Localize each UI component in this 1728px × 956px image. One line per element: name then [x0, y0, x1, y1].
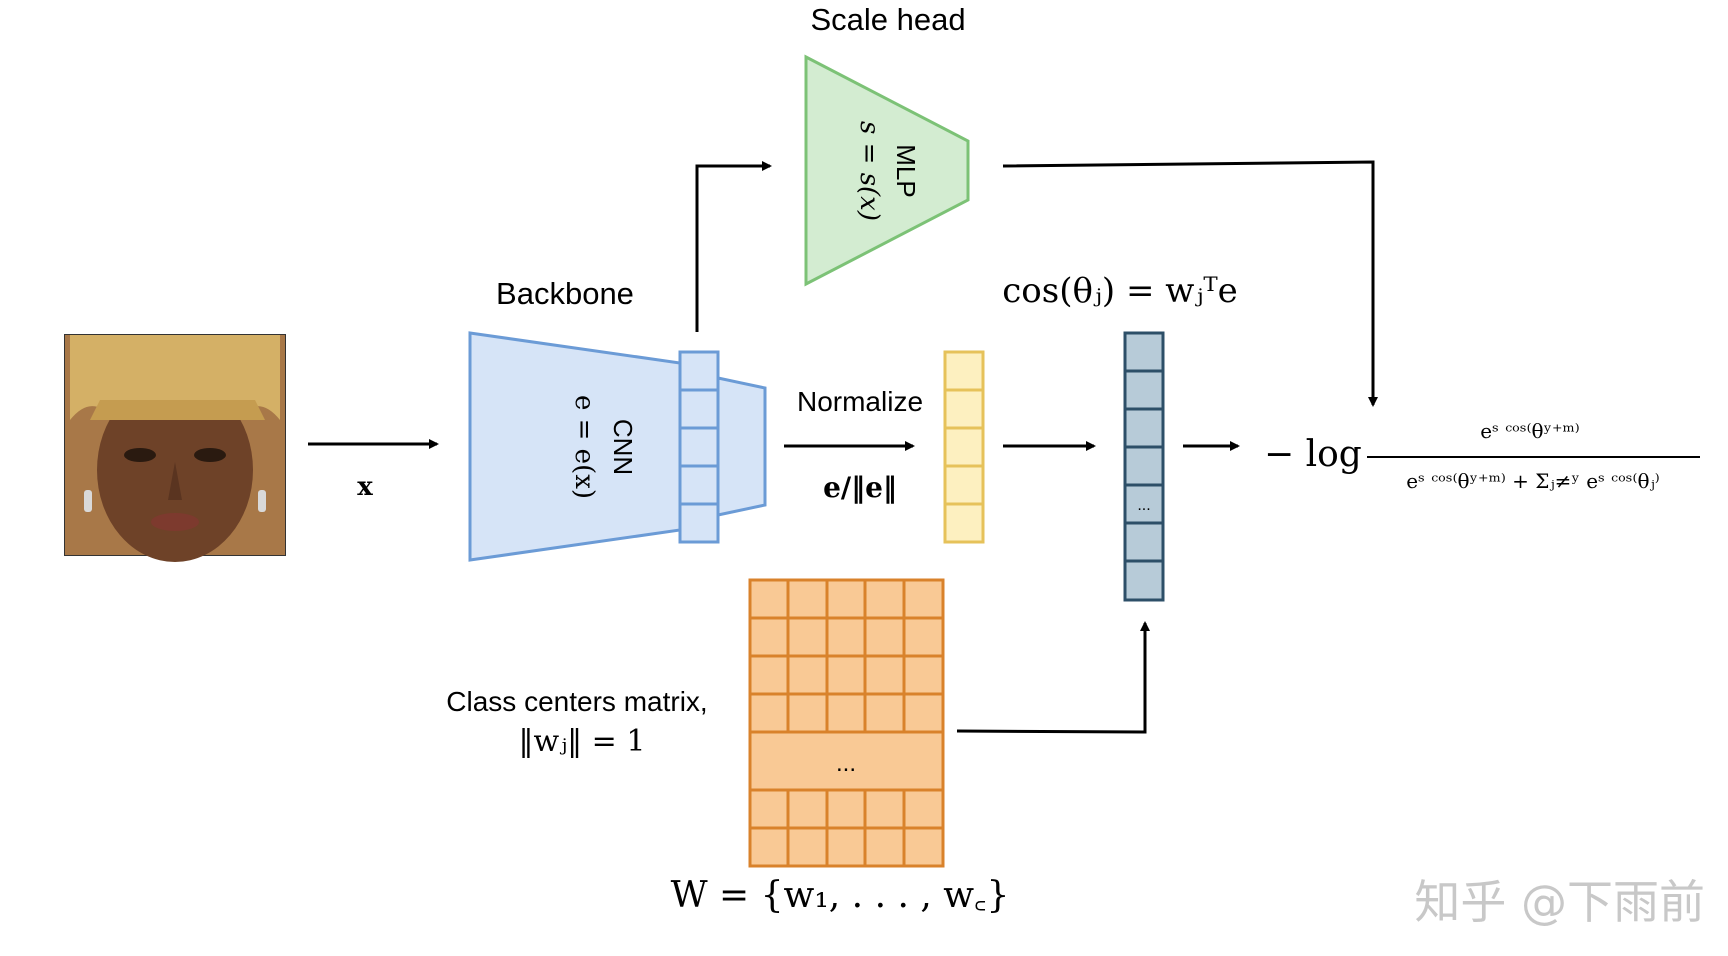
input-var-label: x	[357, 472, 373, 502]
matrix-set-label: W = {w₁, . . . , w꜀}	[671, 875, 1010, 916]
watermark-text: 知乎 @下雨前	[1414, 875, 1705, 929]
embedding-vector	[678, 350, 720, 544]
mlp-name-label: MLP	[891, 144, 921, 197]
normalized-vector	[943, 350, 985, 544]
arrow-matrix-to-logits	[956, 621, 1150, 734]
face-image	[64, 334, 286, 562]
matrix-ellipsis: ...	[836, 750, 856, 777]
scale-head-label: Scale head	[810, 2, 965, 37]
class-norm-label: ‖wⱼ‖ = 1	[519, 724, 646, 759]
loss-denominator: eˢ ᶜᵒˢ⁽θʸ⁺ᵐ⁾ + Σⱼ≠ʸ eˢ ᶜᵒˢ⁽θⱼ⁾	[1406, 469, 1659, 493]
mlp-formula-label: s = s(x)	[854, 121, 884, 221]
normalize-formula-label: e/‖e‖	[823, 471, 897, 504]
logits-vector	[1123, 331, 1165, 602]
arrow-mlp-to-loss	[1002, 160, 1378, 407]
loss-prefix: − log	[1264, 434, 1362, 475]
normalize-label: Normalize	[797, 386, 923, 417]
loss-numerator: eˢ ᶜᵒˢ⁽θʸ⁺ᵐ⁾	[1480, 419, 1579, 443]
class-centers-label: Class centers matrix,	[446, 686, 707, 717]
class-centers-matrix	[748, 578, 945, 868]
arrow-backbone-to-mlp	[695, 161, 772, 332]
cos-formula-label: cos(θⱼ) = wⱼᵀe	[1002, 271, 1238, 311]
mlp-trapezoid	[804, 54, 970, 287]
backbone-label: Backbone	[496, 276, 634, 311]
logits-ellipsis: ...	[1137, 497, 1150, 514]
cnn-formula-label: e = e(x)	[569, 395, 599, 499]
backbone-right-taper	[716, 376, 767, 517]
cnn-name-label: CNN	[608, 419, 638, 475]
